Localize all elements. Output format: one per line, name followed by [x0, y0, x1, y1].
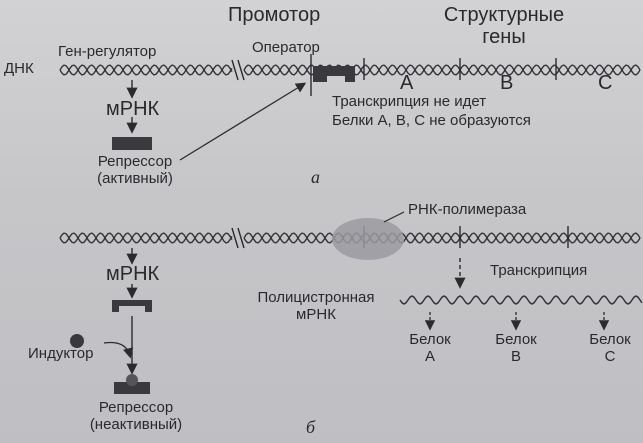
inducer-molecule	[70, 334, 84, 348]
dna-helix-b	[59, 232, 641, 244]
repressor-shape-inactive	[114, 382, 150, 394]
inducer-bound	[126, 374, 138, 386]
label-repressor-a: Репрессор (активный)	[80, 153, 190, 187]
dna-strand-2	[243, 64, 641, 76]
label-polycistronic-line1: Полицистронная	[257, 289, 375, 306]
label-repressor-a-state: (активный)	[97, 169, 173, 187]
label-gene-c: C	[598, 72, 613, 94]
panel-letter-a: а	[311, 167, 320, 187]
label-inducer: Индуктор	[28, 345, 94, 362]
label-proteins-status: Белки A, B, C не образуются	[332, 113, 531, 129]
label-transcription-status: Транскрипция не идет	[332, 93, 487, 110]
dna-strand-2	[59, 64, 233, 76]
dna-strand-1	[59, 232, 233, 244]
label-gene-b: B	[500, 72, 514, 94]
rna-polymerase-pointer	[383, 211, 405, 223]
operator-bound-repressor	[313, 66, 355, 82]
label-repressor-a-name: Репрессор	[97, 153, 173, 170]
label-structural-genes: Структурные гены	[414, 4, 594, 48]
label-polycistronic: Полицистронная мРНК	[232, 289, 400, 323]
label-protein-c-letter: C	[604, 347, 616, 365]
label-gene-regulator: Ген-регулятор	[58, 43, 157, 60]
inducer-arrow	[103, 341, 134, 359]
label-protein-b-letter: B	[510, 347, 521, 365]
dna-strand-1	[59, 64, 233, 76]
rna-polymerase-shape	[332, 218, 404, 260]
label-structural-line1: Структурные	[443, 4, 565, 26]
polycistronic-mrna-wave	[399, 295, 643, 305]
dna-strand-2	[243, 232, 641, 244]
label-structural-line2: гены	[482, 26, 526, 48]
label-protein-b-word: Белок	[495, 331, 537, 348]
label-transcription: Транскрипция	[490, 263, 588, 279]
label-promoter: Промотор	[228, 4, 321, 26]
label-protein-c-word: Белок	[589, 332, 631, 348]
label-repressor-b-name: Репрессор	[98, 399, 174, 416]
panel-letter-b: б	[306, 417, 316, 437]
label-rna-polymerase: РНК-полимераза	[408, 201, 527, 218]
label-protein-b: Белок B	[486, 331, 546, 365]
repressor-shape-active	[112, 137, 152, 150]
label-repressor-b-state: (неактивный)	[89, 415, 183, 433]
arrow-repressor-to-operator	[179, 82, 307, 161]
label-protein-a-letter: A	[424, 347, 435, 365]
label-protein-a-word: Белок	[409, 331, 451, 348]
dna-helix-a	[59, 64, 641, 76]
label-dna: ДНК	[4, 60, 34, 77]
dna-strand-2	[59, 232, 233, 244]
label-protein-a: Белок A	[400, 331, 460, 365]
repressor-shape-b	[112, 300, 152, 312]
label-mrna-b: мРНК	[106, 263, 160, 285]
label-gene-a: A	[400, 72, 414, 94]
label-mrna-a: мРНК	[106, 98, 160, 120]
label-repressor-b: Репрессор (неактивный)	[66, 399, 206, 433]
label-operator: Оператор	[252, 39, 320, 56]
label-protein-c: Белок C	[578, 332, 642, 365]
label-polycistronic-line2: мРНК	[296, 305, 336, 323]
dna-a-breaks	[231, 54, 557, 96]
